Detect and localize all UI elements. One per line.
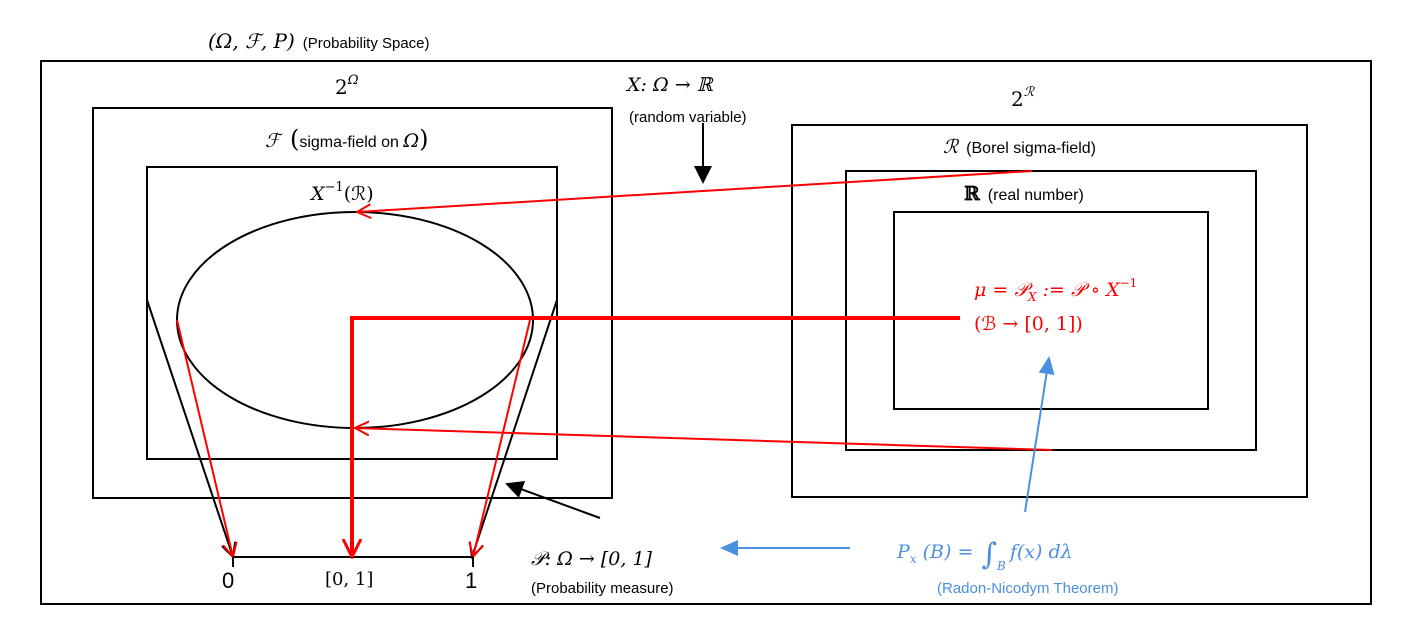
- reals-power-set-label: 2ℛ: [1011, 85, 1036, 111]
- preimage-label: X−1(ℛ): [309, 180, 374, 205]
- measure-line-left: [146, 299, 233, 557]
- radon-nicodym-to-pushforward-arrow: [1024, 356, 1055, 513]
- pushforward-measure-domain: (ℬ → [0, 1]): [974, 313, 1083, 335]
- random-variable-math: X: Ω → ℝ: [625, 74, 714, 96]
- sigma-field-label: ℱ (sigma-field on Ω): [265, 125, 429, 153]
- probability-measure-math: 𝒫: Ω → [0, 1]: [531, 548, 653, 570]
- pushforward-line-right: [473, 319, 531, 557]
- random-variable-label: (random variable): [629, 109, 747, 126]
- probability-space-title: (Ω, ℱ, P) (Probability Space): [208, 29, 430, 53]
- real-numbers-box: [893, 211, 1209, 410]
- measure-line-right: [472, 299, 558, 557]
- measure-pointer-arrow: [505, 481, 601, 519]
- pushforward-line-left: [176, 319, 233, 557]
- radon-nicodym-label: (Radon-Nicodym Theorem): [937, 580, 1118, 597]
- probability-space-frame: [40, 60, 1372, 605]
- probability-measure-label: (Probability measure): [531, 580, 674, 597]
- unit-interval-one: 1: [465, 568, 477, 593]
- omega-power-set-label: 2Ω: [335, 73, 359, 99]
- unit-interval-zero: 0: [222, 568, 234, 593]
- pushforward-measure-label: μ = 𝒫X := 𝒫 ∘ X−1: [974, 276, 1137, 304]
- reals-power-set-box: [791, 124, 1308, 498]
- unit-interval-label: [0, 1]: [325, 569, 373, 590]
- radon-nicodym-formula: Px (B) =∫Bf(x) dλ: [896, 537, 1073, 573]
- real-numbers-label: ℝ (real number): [964, 183, 1084, 205]
- preimage-arrow-bottom: [355, 428, 1053, 451]
- pushforward-path: [352, 316, 960, 557]
- preimage-arrow-top: [357, 170, 1033, 212]
- borel-sigma-field-label: ℛ (Borel sigma-field): [943, 136, 1096, 158]
